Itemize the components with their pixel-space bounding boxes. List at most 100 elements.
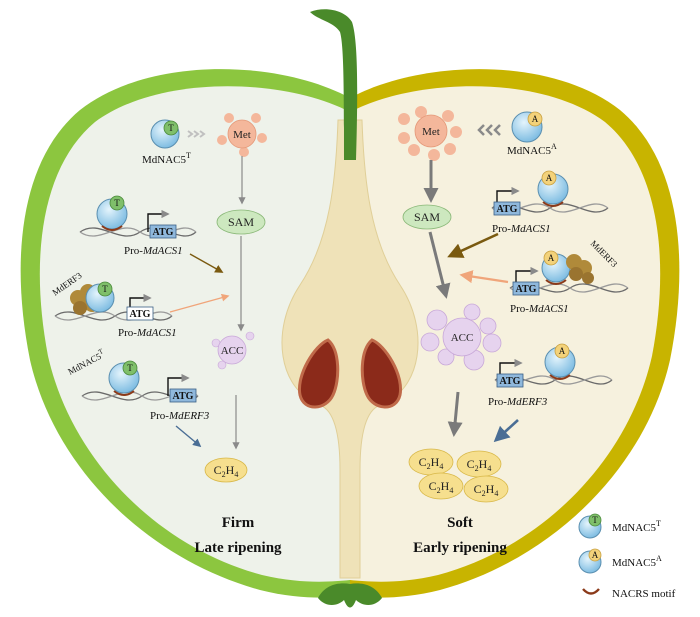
- right-top-tf-label: MdNAC5: [507, 145, 552, 157]
- legend-item1-label: MdNAC5: [612, 522, 657, 534]
- right-promoter1-gene: MdACS1: [510, 223, 551, 235]
- right-dna1-atg: ATG: [497, 204, 518, 215]
- svg-text:MdNAC5T: MdNAC5T: [142, 151, 191, 166]
- right-ethylene-2: C2H4: [456, 450, 502, 478]
- left-sam-label: SAM: [228, 215, 254, 229]
- left-met-label: Met: [233, 129, 251, 141]
- right-tf-chevrons: [477, 124, 501, 136]
- right-title-soft: Soft: [447, 515, 473, 531]
- left-promoter2-gene: MdACS1: [136, 327, 177, 339]
- right-ethylene-3: C2H4: [418, 472, 464, 500]
- right-acs1-to-sam-brown-arrow: [447, 232, 499, 258]
- right-promoter3-gene: MdERF3: [506, 396, 548, 408]
- r1-c: C: [419, 455, 427, 469]
- right-sam-label: SAM: [414, 210, 440, 224]
- right-acc-to-ethylene-arrow: [447, 391, 463, 437]
- r3-c: C: [429, 479, 437, 493]
- right-dna-3: A ATG Pro-MdERF3: [488, 343, 613, 408]
- right-ethylene-1: C2H4: [408, 448, 454, 476]
- left-dna3-tss-arrow: [167, 373, 190, 396]
- r1-h-sub: 4: [439, 462, 443, 471]
- right-sam-to-acc-arrow: [428, 231, 451, 299]
- r1-c-sub: 2: [427, 462, 431, 471]
- legend: T MdNAC5T A MdNAC5A NACRS motif: [578, 513, 676, 600]
- nacrs-motif-icon: [582, 588, 600, 595]
- left-erf3-to-ethylene-blue-arrow: [175, 425, 202, 448]
- seed-left: [297, 338, 340, 409]
- left-top-tf-letter: T: [168, 123, 174, 133]
- r4-h-sub: 4: [494, 489, 498, 498]
- seed-right: [360, 338, 403, 409]
- svg-text:Pro-MdERF3: Pro-MdERF3: [488, 396, 548, 408]
- svg-text:Pro-MdACS1: Pro-MdACS1: [510, 303, 569, 315]
- right-promoter1-prefix: Pro-: [492, 223, 511, 235]
- svg-text:C2H4: C2H4: [419, 455, 444, 471]
- r3-h: H: [441, 479, 450, 493]
- left-nac-sup: T: [97, 347, 105, 356]
- left-acc-node: ACC: [211, 331, 255, 370]
- left-erf-to-acc-salmon-arrow: [169, 293, 230, 313]
- r2-h: H: [479, 457, 488, 471]
- svg-text:Pro-MdERF3: Pro-MdERF3: [150, 410, 210, 422]
- right-acc-label: ACC: [451, 332, 474, 344]
- right-dna3-tf: A: [544, 343, 576, 380]
- left-promoter1-gene: MdACS1: [142, 245, 183, 257]
- left-dna2-tf: T: [85, 281, 115, 313]
- left-title-late: Late ripening: [194, 540, 282, 556]
- right-acc-node: ACC: [420, 303, 502, 371]
- left-promoter2-prefix: Pro-: [118, 327, 137, 339]
- right-dna3-tf-letter: A: [559, 346, 566, 356]
- legend-item-mdnac5a: A MdNAC5A: [578, 548, 662, 574]
- left-dna3-tf: T: [108, 360, 140, 396]
- right-title-early: Early ripening: [413, 540, 507, 556]
- right-met-label: Met: [422, 126, 440, 138]
- left-dna1-atg: ATG: [153, 227, 174, 238]
- left-top-tf-sup: T: [186, 151, 191, 160]
- r2-c-sub: 2: [475, 464, 479, 473]
- right-dna1-tf-letter: A: [546, 173, 553, 183]
- right-top-tf-sup: A: [551, 142, 557, 151]
- left-promoter3-gene: MdERF3: [168, 410, 210, 422]
- right-erf-to-acc-salmon-arrow: [459, 270, 509, 284]
- left-dna3-tf-letter: T: [127, 363, 133, 373]
- apple-stem: [310, 9, 358, 161]
- right-dna2-tf: A: [541, 250, 571, 285]
- right-dna1-tf: A: [537, 170, 569, 207]
- legend-item-mdnac5t: T MdNAC5T: [578, 513, 661, 539]
- left-acs1-to-sam-brown-arrow: [189, 253, 224, 273]
- left-ethylene-node: C2H4: [204, 457, 248, 483]
- right-sam-node: SAM: [402, 204, 452, 230]
- svg-text:Pro-MdACS1: Pro-MdACS1: [118, 327, 177, 339]
- left-dna3-atg: ATG: [173, 391, 194, 402]
- svg-text:Pro-MdACS1: Pro-MdACS1: [492, 223, 551, 235]
- left-h-sub: 4: [234, 470, 238, 479]
- svg-text:C2H4: C2H4: [474, 482, 499, 498]
- left-dna-1: T ATG Pro-MdACS1: [79, 195, 197, 257]
- left-top-tf-label: MdNAC5: [142, 154, 187, 166]
- right-erf3-to-ethylene-blue-arrow: [493, 419, 519, 443]
- legend-item3-label: NACRS motif: [612, 588, 676, 600]
- right-ethylene-cluster: C2H4 C2H4 C2H4 C2H4: [408, 448, 509, 503]
- left-c-sub: 2: [222, 470, 226, 479]
- svg-text:MdNAC5A: MdNAC5A: [612, 554, 662, 569]
- left-promoter3-prefix: Pro-: [150, 410, 169, 422]
- left-promoter1-prefix: Pro-: [124, 245, 143, 257]
- legend-item-nacrs: NACRS motif: [582, 588, 676, 600]
- r3-h-sub: 4: [449, 486, 453, 495]
- right-promoter2-gene: MdACS1: [528, 303, 569, 315]
- left-sam-node: SAM: [216, 209, 266, 235]
- left-dna1-tss-arrow: [147, 209, 170, 232]
- right-promoter3-prefix: Pro-: [488, 396, 507, 408]
- legend-item2-sup: A: [656, 554, 662, 563]
- svg-text:MdNAC5A: MdNAC5A: [507, 142, 557, 157]
- left-c: C: [214, 463, 222, 477]
- right-promoter2-prefix: Pro-: [510, 303, 529, 315]
- left-h: H: [226, 463, 235, 477]
- right-top-tf-letter: A: [532, 114, 539, 124]
- right-erf3-blob: [566, 254, 594, 284]
- left-dna2-tf-letter: T: [102, 284, 108, 294]
- svg-text:MdNAC5T: MdNAC5T: [612, 519, 661, 534]
- svg-text:C2H4: C2H4: [214, 463, 239, 479]
- right-dna-1: A ATG Pro-MdACS1: [491, 170, 609, 235]
